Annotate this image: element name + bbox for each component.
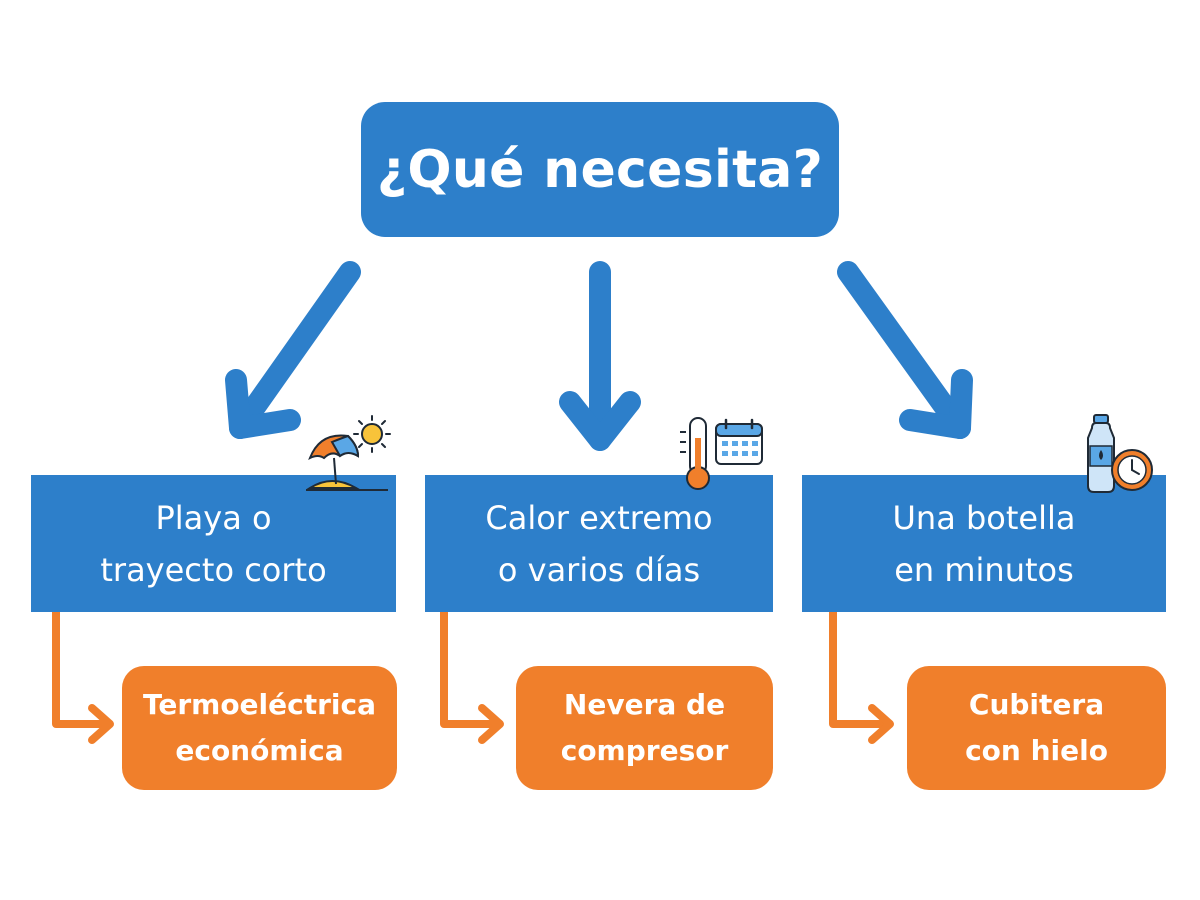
blue-arrow-center — [559, 261, 641, 451]
category-label-line1: Una botella — [892, 498, 1076, 537]
result-label-line1: Cubitera — [968, 688, 1105, 721]
category-label-line2: trayecto corto — [100, 550, 327, 589]
umbrella-icon — [308, 434, 360, 485]
category-label-line2: en minutos — [894, 550, 1074, 589]
water-bottle-icon — [1087, 414, 1115, 493]
result-box-thermoelectric: Termoeléctrica económica — [122, 666, 397, 790]
category-label-line1: Playa o — [155, 498, 272, 537]
result-label-line2: económica — [175, 734, 344, 767]
category-box-heat: Calor extremo o varios días — [425, 475, 773, 612]
blue-arrow-right — [837, 261, 973, 439]
thermometer-icon — [680, 417, 710, 490]
water-bottle-clock-icon — [1082, 412, 1158, 496]
clock-icon — [1111, 449, 1153, 491]
category-label-line1: Calor extremo — [485, 498, 713, 537]
category-box-bottle: Una botella en minutos — [802, 475, 1166, 612]
result-label-line2: compresor — [560, 734, 729, 767]
thermometer-calendar-icon — [676, 414, 768, 494]
question-text: ¿Qué necesita? — [376, 139, 824, 200]
category-label-line2: o varios días — [497, 550, 701, 589]
blue-arrow-left — [225, 261, 361, 439]
result-label-line1: Termoeléctrica — [142, 688, 377, 721]
result-label-line2: con hielo — [965, 734, 1108, 767]
sun-icon — [353, 415, 391, 453]
calendar-icon — [715, 418, 763, 465]
result-box-compressor: Nevera de compresor — [516, 666, 773, 790]
orange-arrow-3 — [829, 608, 894, 744]
result-label-line1: Nevera de — [563, 688, 726, 721]
orange-arrow-2 — [440, 608, 504, 744]
category-box-beach: Playa o trayecto corto — [31, 475, 396, 612]
result-box-ice-bucket: Cubitera con hielo — [907, 666, 1166, 790]
question-box: ¿Qué necesita? — [361, 102, 839, 237]
orange-arrow-1 — [52, 608, 114, 744]
beach-umbrella-sun-icon — [302, 412, 394, 494]
